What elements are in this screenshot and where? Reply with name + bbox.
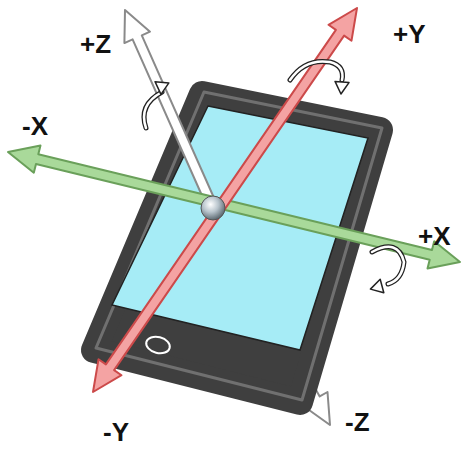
phone-body [94,92,382,402]
axis-label: +Y [393,20,426,49]
y-axis [93,8,357,392]
rotation-arrowhead [334,81,349,94]
rotation-arrow [290,61,343,80]
rotation-arrow [144,92,162,128]
x-axis [8,146,460,269]
axis-label: -Y [103,418,129,447]
axis-label: -Z [345,408,370,437]
rotation-arrow [372,247,404,284]
rotation-arrowhead [155,77,172,95]
rotation-arrow [144,92,162,128]
axis-label: +Z [80,30,111,59]
axis-label: +X [418,222,451,251]
rotation-arrow [290,61,343,80]
axis-label: -X [22,112,48,141]
axis-origin [201,196,225,220]
rotation-arrow [372,247,404,284]
rotation-arrowhead [369,279,384,296]
